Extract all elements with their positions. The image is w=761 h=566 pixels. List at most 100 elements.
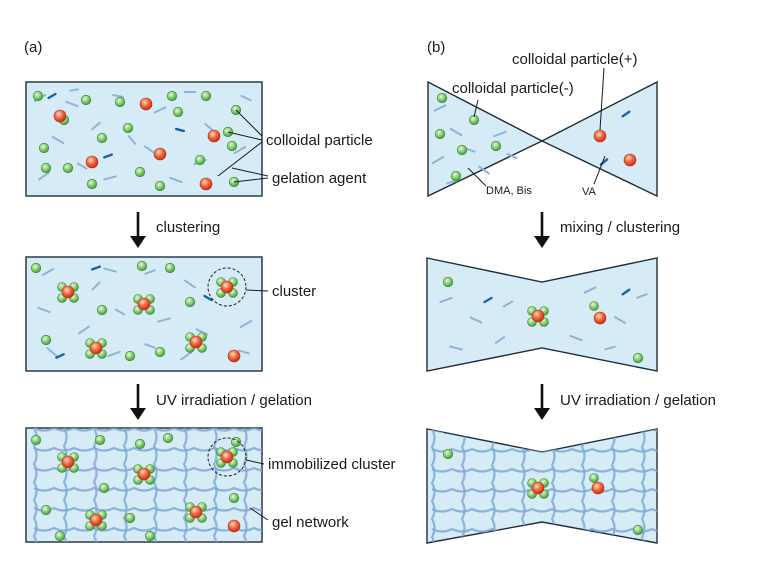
colloidal-particle-minus — [200, 90, 212, 102]
monomer-molecule — [449, 345, 463, 351]
leader-line — [227, 131, 263, 141]
panel-b-left-triangle — [427, 80, 544, 198]
colloidal-particles — [30, 432, 242, 542]
colloidal-particle-plus — [220, 450, 234, 464]
monomer-molecule — [103, 175, 117, 181]
colloidal-particle-minus — [40, 504, 52, 516]
monomer-molecule — [494, 336, 506, 344]
leader-line — [235, 109, 263, 137]
colloidal-particle-minus — [124, 350, 136, 362]
monomer-molecule — [46, 347, 58, 357]
monomer-molecule — [114, 308, 126, 316]
monomer-molecule — [144, 269, 156, 275]
colloidal-particle-minus — [442, 448, 454, 460]
colloidal-particle-plus — [199, 177, 213, 191]
colloidal-particle-minus — [30, 434, 42, 446]
monomer-molecule — [233, 146, 247, 154]
colloidal-particle-minus — [122, 122, 134, 134]
label-cluster: cluster — [272, 283, 316, 300]
monomer-molecule — [91, 281, 101, 291]
monomer-molecule — [103, 267, 117, 273]
colloidal-particle-minus — [450, 170, 462, 182]
monomer-molecule — [493, 130, 507, 138]
monomer-molecule — [604, 345, 616, 351]
panel-a-label: (a) — [24, 39, 42, 56]
gel-strand — [431, 429, 657, 433]
colloidal-particle-minus — [226, 140, 238, 152]
gel-strand — [33, 486, 262, 492]
colloidal-particle-plus — [207, 129, 221, 143]
colloidal-particle-minus — [490, 140, 502, 152]
leader-line — [593, 155, 606, 185]
step-uv-gelation-b: UV irradiation / gelation — [560, 392, 716, 409]
colloidal-particle-minus — [436, 92, 448, 104]
colloidal-particle-minus — [442, 276, 454, 288]
label-colloidal-particle-minus: colloidal particle(-) — [452, 80, 574, 97]
label-colloidal-particle: colloidal particle — [266, 132, 373, 149]
colloidal-particle-minus — [228, 492, 240, 504]
colloidal-particle-minus — [124, 512, 136, 524]
colloidal-particle-minus — [96, 304, 108, 316]
monomer-molecule — [153, 106, 167, 114]
monomer-molecule — [433, 104, 447, 112]
leader-line — [231, 167, 269, 177]
gel-strand — [33, 506, 262, 512]
monomer-molecule — [446, 179, 458, 185]
monomer-molecule — [583, 286, 597, 294]
colloidal-particle-minus — [62, 162, 74, 174]
colloidal-particle-minus — [32, 90, 44, 102]
colloidal-particle-minus — [154, 180, 166, 192]
colloidal-particle-plus — [531, 309, 545, 323]
monomer-molecule — [238, 349, 250, 355]
monomer-molecule — [157, 317, 171, 323]
initiator-molecule — [621, 110, 631, 118]
leader-line — [233, 177, 269, 183]
label-va: VA — [582, 186, 597, 198]
leader-line — [249, 507, 269, 521]
colloidal-particle-plus — [220, 280, 234, 294]
colloidal-particle-plus — [137, 467, 151, 481]
colloidal-particle-minus — [434, 128, 446, 140]
label-dma-bis: DMA, Bis — [486, 185, 532, 197]
colloidal-particle-minus — [134, 166, 146, 178]
colloidal-particle-minus — [30, 262, 42, 274]
colloidal-particle-minus — [589, 301, 599, 311]
panel-b-label: (b) — [427, 39, 445, 56]
colloidal-particle-minus — [80, 94, 92, 106]
panel-a-clustered — [25, 256, 263, 372]
monomer-molecule — [76, 162, 88, 170]
colloidal-particle-minus — [166, 90, 178, 102]
monomer-molecule — [91, 121, 101, 131]
colloidal-particle-plus — [189, 505, 203, 519]
colloidal-particle-minus — [114, 96, 126, 108]
step-clustering: clustering — [156, 219, 220, 236]
colloidal-particle-minus — [144, 530, 156, 542]
monomer-molecule — [69, 88, 79, 92]
label-colloidal-particle-plus: colloidal particle(+) — [512, 51, 637, 68]
colloidal-particle-minus — [632, 524, 644, 536]
monomer-molecule — [569, 334, 583, 342]
colloidal-particle-plus — [85, 155, 99, 169]
initiator-molecule — [483, 296, 493, 304]
monomer-molecule — [112, 94, 124, 98]
colloidal-particle-plus — [593, 129, 607, 143]
panel-a-initial-dispersion — [25, 81, 263, 197]
panel-b-mixed — [426, 257, 658, 372]
monomer-molecule — [65, 100, 79, 108]
colloidal-particle-minus — [94, 434, 106, 446]
colloidal-particle-minus — [154, 346, 166, 358]
colloidal-particles — [434, 92, 637, 182]
monomer-molecule — [144, 343, 156, 349]
down-arrow-icon — [130, 212, 146, 248]
step-uv-gelation-a: UV irradiation / gelation — [156, 392, 312, 409]
colloidal-particle-minus — [184, 296, 196, 308]
gel-strand — [431, 507, 657, 513]
leader-line — [467, 167, 487, 187]
colloidal-particle-minus — [96, 132, 108, 144]
initiator-molecule — [174, 127, 186, 133]
initiator-molecule — [621, 288, 631, 296]
monomer-molecule — [169, 176, 183, 184]
monomer-molecule — [41, 268, 55, 276]
monomer-molecule — [37, 306, 51, 314]
